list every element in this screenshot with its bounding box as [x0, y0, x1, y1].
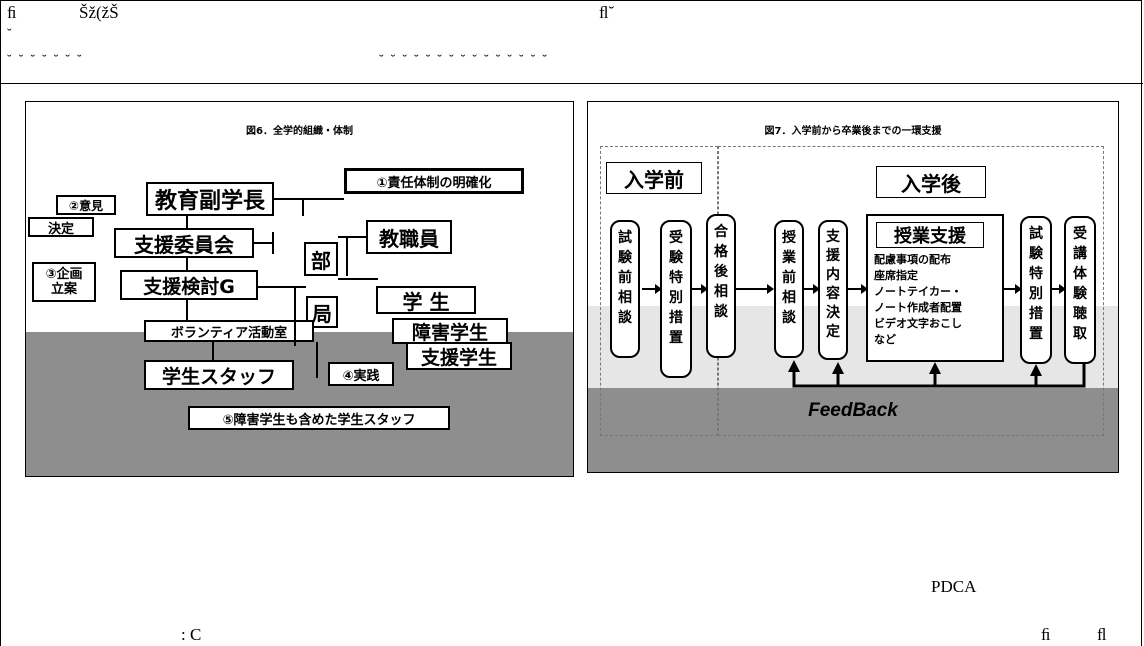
study-group-box: 支援検討G	[120, 270, 258, 300]
volunteer-room-box: ボランティア活動室	[144, 320, 314, 342]
committee-box: 支援委員会	[114, 228, 254, 258]
connector-line	[212, 342, 214, 360]
step-column: 受 験 特 別 措 置	[660, 220, 692, 378]
support-students-box: 支援学生	[406, 342, 512, 370]
flow-arrow	[692, 284, 708, 294]
footer-colon-c: : C	[181, 625, 202, 644]
responsibility-box: ①責任体制の明確化	[344, 168, 524, 194]
figure-6: 図6．全学的組織・体制 教育副学長 ①責任体制の明確化 ②意見 決定 支援委員会…	[25, 101, 574, 477]
class-support-panel: 授業支援 配慮事項の配布 座席指定 ノートテイカー・ ノート作成者配置 ビデオ文…	[866, 214, 1004, 362]
connector-line	[254, 242, 274, 244]
flow-arrow	[848, 284, 868, 294]
header-line-3-left: ˘ ˘ ˘ ˘ ˘ ˘ ˘	[7, 53, 82, 68]
connector-line	[316, 342, 318, 378]
connector-line	[272, 232, 274, 254]
all-staff-box: ⑤障害学生も含めた学生スタッフ	[188, 406, 450, 430]
planning-box: ③企画 立案	[32, 262, 96, 302]
figure-6-title: 図6．全学的組織・体制	[246, 126, 353, 137]
connector-line	[294, 286, 296, 346]
dept-box: 部	[304, 242, 338, 276]
footer-chars-2: ﬂ	[1097, 625, 1107, 644]
header-chars-1: ﬁ	[7, 3, 17, 22]
header-line-2: ˘	[7, 27, 12, 42]
opinion-box: ②意見	[56, 195, 116, 215]
class-support-items: 配慮事項の配布 座席指定 ノートテイカー・ ノート作成者配置 ビデオ文字おこし …	[874, 253, 962, 346]
step-column: 試 験 前 相 談	[610, 220, 640, 358]
header-chars-center: ﬂ˘	[599, 3, 615, 22]
vice-president-box: 教育副学長	[146, 182, 274, 216]
step-column: 受 講 体 験 聴 取	[1064, 216, 1096, 364]
header-chars-2: Šž(žŠ	[79, 3, 119, 22]
flow-arrow	[642, 284, 662, 294]
implementation-box: ④実践	[328, 362, 394, 386]
staff-box: 教職員	[366, 220, 452, 254]
connector-line	[186, 300, 188, 320]
figure-7: 図7．入学前から卒業後までの一環支援 入学前 入学後 試 験 前 相 談 受 験…	[587, 101, 1119, 473]
flow-arrow	[804, 284, 820, 294]
feedback-label: FeedBack	[808, 400, 898, 421]
connector-line	[302, 200, 304, 216]
footer-chars-1: ﬁ	[1041, 625, 1051, 644]
connector-line	[258, 286, 306, 288]
step-column: 支 援 内 容 決 定	[818, 220, 848, 360]
pdca-text: PDCA	[931, 577, 977, 596]
flow-arrow	[1004, 284, 1022, 294]
connector-line	[186, 258, 188, 270]
disabled-students-box: 障害学生	[392, 318, 508, 344]
table-rule	[1, 83, 1143, 84]
connector-line	[274, 198, 344, 200]
before-admission-label: 入学前	[606, 162, 702, 194]
figure-7-gray-band	[588, 388, 1118, 472]
flow-arrow	[1052, 284, 1066, 294]
figure-7-title: 図7．入学前から卒業後までの一環支援	[764, 126, 942, 137]
decision-box: 決定	[28, 217, 94, 237]
header-line-3-right: ˘ ˘ ˘ ˘ ˘ ˘ ˘ ˘ ˘ ˘ ˘ ˘ ˘ ˘ ˘	[379, 53, 547, 68]
connector-line	[338, 278, 378, 280]
class-support-title: 授業支援	[876, 222, 984, 248]
students-box: 学 生	[376, 286, 476, 314]
feedback-loop	[788, 360, 1086, 388]
step-column: 授 業 前 相 談	[774, 220, 804, 358]
flow-arrow	[736, 284, 774, 294]
after-admission-label: 入学後	[876, 166, 986, 198]
student-staff-box: 学生スタッフ	[144, 360, 294, 390]
connector-line	[186, 215, 188, 228]
connector-line	[338, 236, 366, 238]
connector-line	[346, 236, 348, 276]
